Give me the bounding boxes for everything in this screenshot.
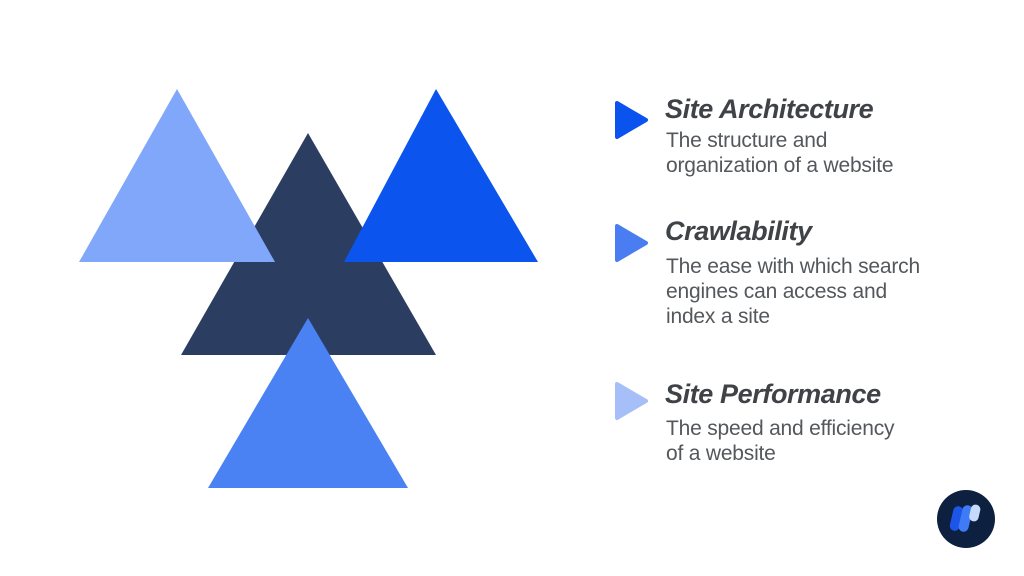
bullet-triangle-icon — [615, 101, 648, 139]
triangle-center — [181, 133, 436, 355]
item-description: The speed and efficiency of a website — [666, 416, 895, 466]
item-description-line: index a site — [666, 305, 770, 328]
item-title: Site Performance — [665, 379, 881, 409]
item-description-line: The speed and efficiency — [666, 417, 895, 440]
triangle-bottom — [208, 318, 408, 488]
triangle-diagram — [79, 89, 538, 488]
bullet-triangle-icon — [615, 382, 648, 420]
item-description-line: organization of a website — [666, 154, 894, 177]
bullet-triangle-icon — [615, 224, 648, 262]
logo-petal-right — [969, 504, 981, 522]
triangle-top-left — [79, 89, 275, 262]
item-description-line: of a website — [666, 442, 776, 465]
item-description-line: The structure and — [666, 129, 828, 152]
item-description-line: The ease with which search — [666, 255, 920, 278]
item-title: Crawlability — [665, 216, 812, 246]
logo-petal-middle — [958, 505, 973, 532]
item-description-line: engines can access and — [666, 280, 887, 303]
item-title: Site Architecture — [665, 94, 874, 124]
item-description: The structure and organization of a webs… — [666, 128, 894, 178]
brand-logo — [937, 490, 995, 548]
item-description: The ease with which search engines can a… — [666, 254, 920, 329]
triangle-top-right — [344, 89, 538, 262]
